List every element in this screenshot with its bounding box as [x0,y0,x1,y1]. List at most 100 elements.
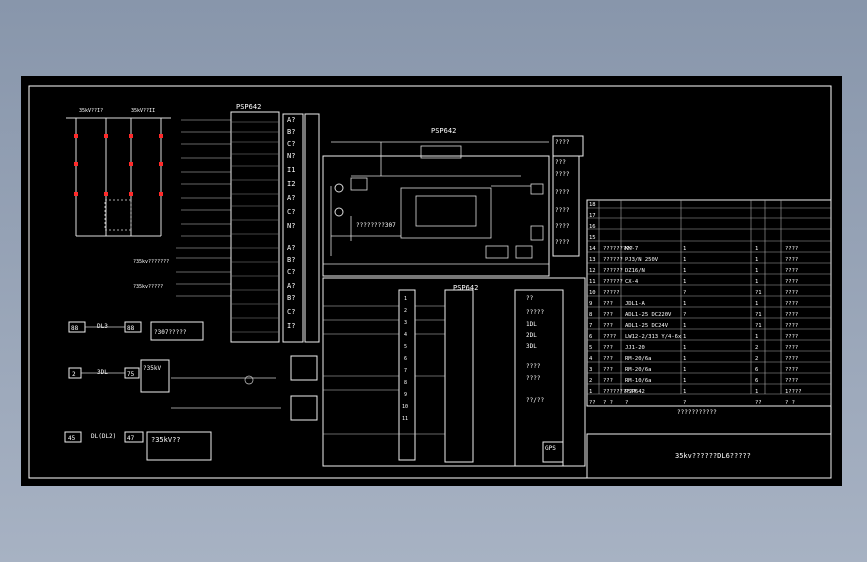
table-cell: ?????? [603,279,623,285]
dl3-label: DL3 [97,323,108,330]
breaker-group-box [104,199,132,231]
box-75-text: 75 [127,371,135,378]
table-cell: ???? [785,246,798,252]
phase-labels: A? B? C? N? I1 I2 A? C? N? A? B? C? A? B… [287,116,295,330]
phase-number-column [304,113,320,343]
table-cell: 1 [683,389,686,395]
table-cell: 1 [683,301,686,307]
svg-text:??/??: ??/?? [526,397,544,404]
table-cell: 12 [589,268,596,274]
bottom-note-box [146,431,212,461]
bus-label-a: 35kV??I? [79,108,103,114]
svg-text:3: 3 [404,320,407,326]
voltage-note-text: ?307????? [154,329,187,336]
box-88-1-text: 88 [71,325,79,332]
svg-text:B?: B? [287,128,295,136]
table-cell: 6 [755,378,758,384]
table-cell: ? [683,400,686,406]
svg-text:C?: C? [287,308,295,316]
gps-label: GPS [545,445,556,452]
table-cell: 1 [683,257,686,263]
control-circuit-label: ????????307 [356,222,396,229]
psp642-terminal-rows [231,121,279,333]
table-cell: KK-7 [625,246,638,252]
table-cell: 1 [755,246,758,252]
table-cell: ADL1-25 DC220V [625,312,672,318]
relay-coil-2 [334,207,344,217]
table-cell: RM-20/6a [625,367,652,373]
table-cell: ?????????? [603,389,636,395]
table-cell: 1 [755,301,758,307]
3dl-label: 3DL [97,369,108,376]
table-cell: CX-4 [625,279,639,285]
table-cell: ???? [785,301,798,307]
svg-text:????: ???? [526,375,541,382]
svg-text:9: 9 [404,392,407,398]
dl-label: DL(DL2) [91,433,116,440]
breaker-list: ?? ????? 1DL 2DL 3DL ???? ???? ??/?? [526,295,544,404]
table-cell: ????? [603,290,620,296]
table-cell: ??? [603,312,613,318]
table-cell: 1 [683,367,686,373]
table-cell: 1 [683,378,686,384]
box-88-2-text: 88 [127,325,135,332]
table-cell: 5 [589,345,592,351]
svg-text:B?: B? [287,256,295,264]
svg-text:I?: I? [287,322,295,330]
control-circuit-frame [322,155,550,277]
table-cell: ???? [785,257,798,263]
table-cell: ? [625,400,628,406]
table-cell: 13 [589,257,596,263]
psp642-label-mid: PSP642 [431,127,456,135]
svg-text:7: 7 [404,368,407,374]
table-cell: 6 [755,367,758,373]
table-cell: 1 [755,279,758,285]
table-cell: ???? [785,378,798,384]
table-cell: ??? [603,367,613,373]
table-cell: RM-20/6a [625,356,652,362]
drawing-canvas[interactable]: 35kV??I? 35kV??II PSP642 ?35kv??????? ?3… [21,76,842,486]
svg-text:C?: C? [287,268,295,276]
svg-text:10: 10 [402,404,408,410]
table-cell: 9 [589,301,592,307]
table-cell: ????????? [603,246,633,252]
svg-text:4: 4 [404,332,407,338]
phase-terminal-column [282,113,304,343]
table-cell: 1 [755,334,758,340]
lower-wiring [323,305,445,435]
drawing-border [28,85,832,479]
box-2-text: 2 [72,371,76,378]
svg-text:I1: I1 [287,166,295,174]
box-47-text: 47 [127,435,135,442]
table-cell: ???? [785,290,798,296]
table-cell: 1???? [785,389,802,395]
table-cell: 1 [589,389,592,395]
psp642-terminal-block[interactable] [230,111,280,343]
table-cell: 7 [589,323,592,329]
table-cell: ???? [785,334,798,340]
table-cell: ? [683,312,686,318]
svg-text:5: 5 [404,344,407,350]
psp642-label-low: PSP642 [453,284,478,292]
table-cell: ??? [603,345,613,351]
table-cell: ???? [785,356,798,362]
signal-text-7: ???? [555,239,570,246]
table-cell: ?????? [603,257,623,263]
svg-text:?????: ????? [526,309,544,316]
signal-text-1: ???? [555,139,570,146]
table-cell: 1 [755,268,758,274]
table-cell: ??? [603,356,613,362]
table-cell: 17 [589,213,596,219]
table-cell: ADL1-25 DC24V [625,323,669,329]
control-circuit-wiring [323,141,549,265]
box-45-text: 45 [68,435,76,442]
kv-note-box [140,359,170,393]
table-cell: ???? [785,279,798,285]
table-cell: ???? [785,312,798,318]
lower-circuit-frame [322,277,586,467]
relay-box-1 [290,355,318,381]
svg-text:3DL: 3DL [526,343,537,350]
signal-text-5: ???? [555,207,570,214]
svg-text:N?: N? [287,152,295,160]
